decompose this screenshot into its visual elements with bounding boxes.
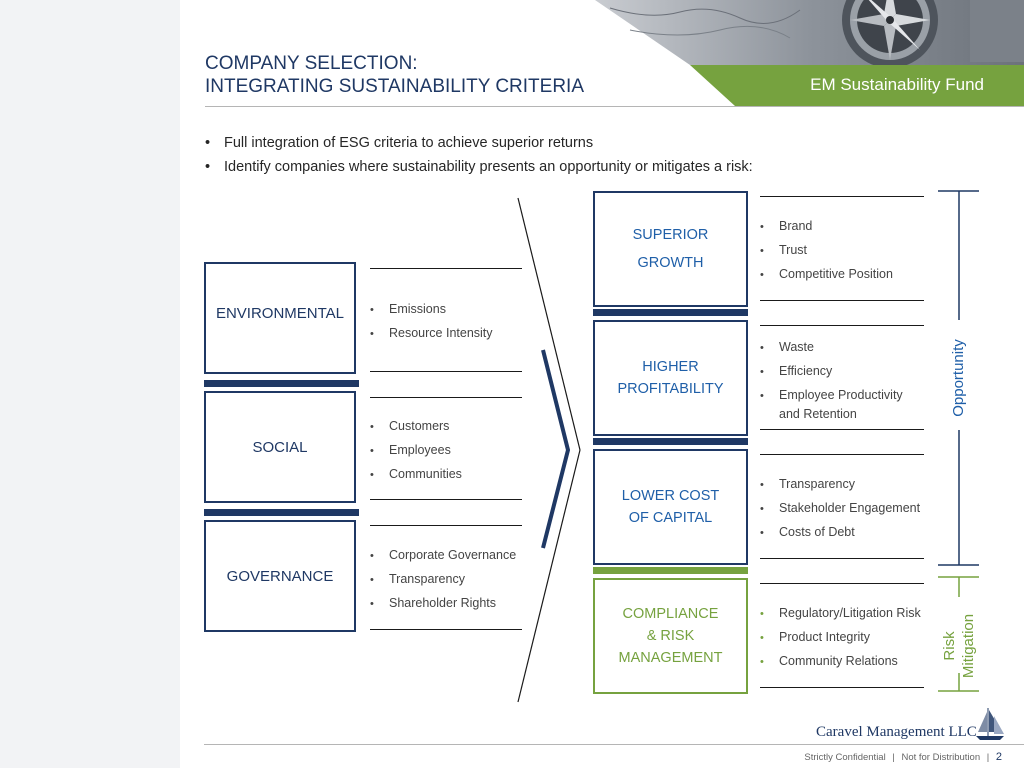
list-item: Competitive Position <box>760 263 893 287</box>
list-item: Customers <box>370 415 462 439</box>
intro-bullet: Identify companies where sustainability … <box>205 155 753 179</box>
list-rule <box>760 300 924 301</box>
pillar-label: ENVIRONMENTAL <box>215 304 345 322</box>
pillar-box-social: SOCIAL <box>204 391 356 503</box>
outcome-box-higher-profitability: HIGHER PROFITABILITY <box>593 320 748 436</box>
list-item: Trust <box>760 239 893 263</box>
list-item: Costs of Debt <box>760 521 920 545</box>
opportunity-label: Opportunity <box>950 339 967 417</box>
outcome-line: LOWER COST <box>621 488 720 504</box>
pillar-box-governance: GOVERNANCE <box>204 520 356 632</box>
list-item: Emissions <box>370 298 493 322</box>
title-line-1: COMPANY SELECTION: <box>205 53 418 74</box>
pillar-label: SOCIAL <box>252 438 308 456</box>
list-item: Employee Productivity <box>760 384 903 408</box>
outcome-line: COMPLIANCE <box>622 606 719 622</box>
list-item: Community Relations <box>760 650 921 674</box>
outcome-line: MANAGEMENT <box>618 650 723 666</box>
risk-label-line: Mitigation <box>960 613 977 679</box>
list-rule <box>760 429 924 430</box>
funnel-chevron <box>517 197 581 703</box>
list-item: Product Integrity <box>760 626 921 650</box>
outcome-line: PROFITABILITY <box>617 381 724 397</box>
list-item: Transparency <box>760 473 920 497</box>
outcome-line: GROWTH <box>637 255 704 271</box>
outcome-line: OF CAPITAL <box>628 510 713 526</box>
list-rule <box>760 454 924 455</box>
pillar-separator <box>204 509 359 516</box>
title-divider <box>205 106 1024 107</box>
risk-label-line: Risk <box>941 631 958 661</box>
list-item: Transparency <box>370 568 516 592</box>
title-line-2: INTEGRATING SUSTAINABILITY CRITERIA <box>205 76 584 97</box>
list-item: Corporate Governance <box>370 544 516 568</box>
outcome-items-profitability: Waste Efficiency Employee Productivity a… <box>760 336 903 420</box>
compass-map-image <box>595 0 1024 106</box>
list-rule <box>370 268 522 269</box>
outcome-separator <box>593 309 748 316</box>
outcome-items-compliance: Regulatory/Litigation Risk Product Integ… <box>760 602 921 674</box>
outcome-line: SUPERIOR <box>632 227 709 243</box>
fund-name-label: EM Sustainability Fund <box>810 75 984 94</box>
confidential-label: Strictly Confidential <box>804 752 886 763</box>
company-name: Caravel Management LLC <box>816 724 977 740</box>
distribution-label: Not for Distribution <box>901 752 981 763</box>
caravel-ship-logo <box>976 708 1004 740</box>
list-item: Communities <box>370 463 462 487</box>
list-rule <box>370 371 522 372</box>
list-item: Resource Intensity <box>370 322 493 346</box>
list-item: Shareholder Rights <box>370 592 516 616</box>
list-rule <box>370 499 522 500</box>
pillar-items-governance: Corporate Governance Transparency Shareh… <box>370 544 516 616</box>
list-item: Waste <box>760 336 903 360</box>
list-item: Employees <box>370 439 462 463</box>
outcome-line: HIGHER <box>642 359 699 375</box>
outcome-line: & RISK <box>646 628 695 644</box>
outcome-box-compliance-risk: COMPLIANCE & RISK MANAGEMENT <box>593 578 748 694</box>
list-rule <box>760 558 924 559</box>
list-item: Stakeholder Engagement <box>760 497 920 521</box>
bracket-lines <box>938 190 979 692</box>
page-title: COMPANY SELECTION: INTEGRATING SUSTAINAB… <box>205 52 584 98</box>
list-rule <box>370 525 522 526</box>
pillar-label: GOVERNANCE <box>226 567 334 585</box>
list-item: Efficiency <box>760 360 903 384</box>
slide: EM Sustainability Fund COMPANY SELECTION… <box>180 0 1024 768</box>
list-item-continuation: and Retention <box>779 407 857 421</box>
outcome-separator <box>593 438 748 445</box>
outcome-separator <box>593 567 748 574</box>
pillar-separator <box>204 380 359 387</box>
list-rule <box>760 687 924 688</box>
outcome-items-growth: Brand Trust Competitive Position <box>760 215 893 287</box>
list-rule <box>760 325 924 326</box>
outcome-box-lower-cost-of-capital: LOWER COST OF CAPITAL <box>593 449 748 565</box>
list-rule <box>370 397 522 398</box>
footer-divider <box>204 744 1024 745</box>
risk-mitigation-label: Risk Mitigation <box>940 606 980 686</box>
list-rule <box>370 629 522 630</box>
footer-text: Strictly Confidential | Not for Distribu… <box>804 751 1002 763</box>
pillar-items-social: Customers Employees Communities <box>370 415 462 487</box>
pillar-items-environmental: Emissions Resource Intensity <box>370 298 493 346</box>
intro-bullets: Full integration of ESG criteria to achi… <box>205 131 753 179</box>
list-item: Brand <box>760 215 893 239</box>
list-item: Regulatory/Litigation Risk <box>760 602 921 626</box>
outcome-items-capital: Transparency Stakeholder Engagement Cost… <box>760 473 920 545</box>
list-rule <box>760 196 924 197</box>
page-number: 2 <box>995 751 1002 763</box>
intro-bullet: Full integration of ESG criteria to achi… <box>205 131 753 155</box>
outcome-box-superior-growth: SUPERIOR GROWTH <box>593 191 748 307</box>
pillar-box-environmental: ENVIRONMENTAL <box>204 262 356 374</box>
list-rule <box>760 583 924 584</box>
